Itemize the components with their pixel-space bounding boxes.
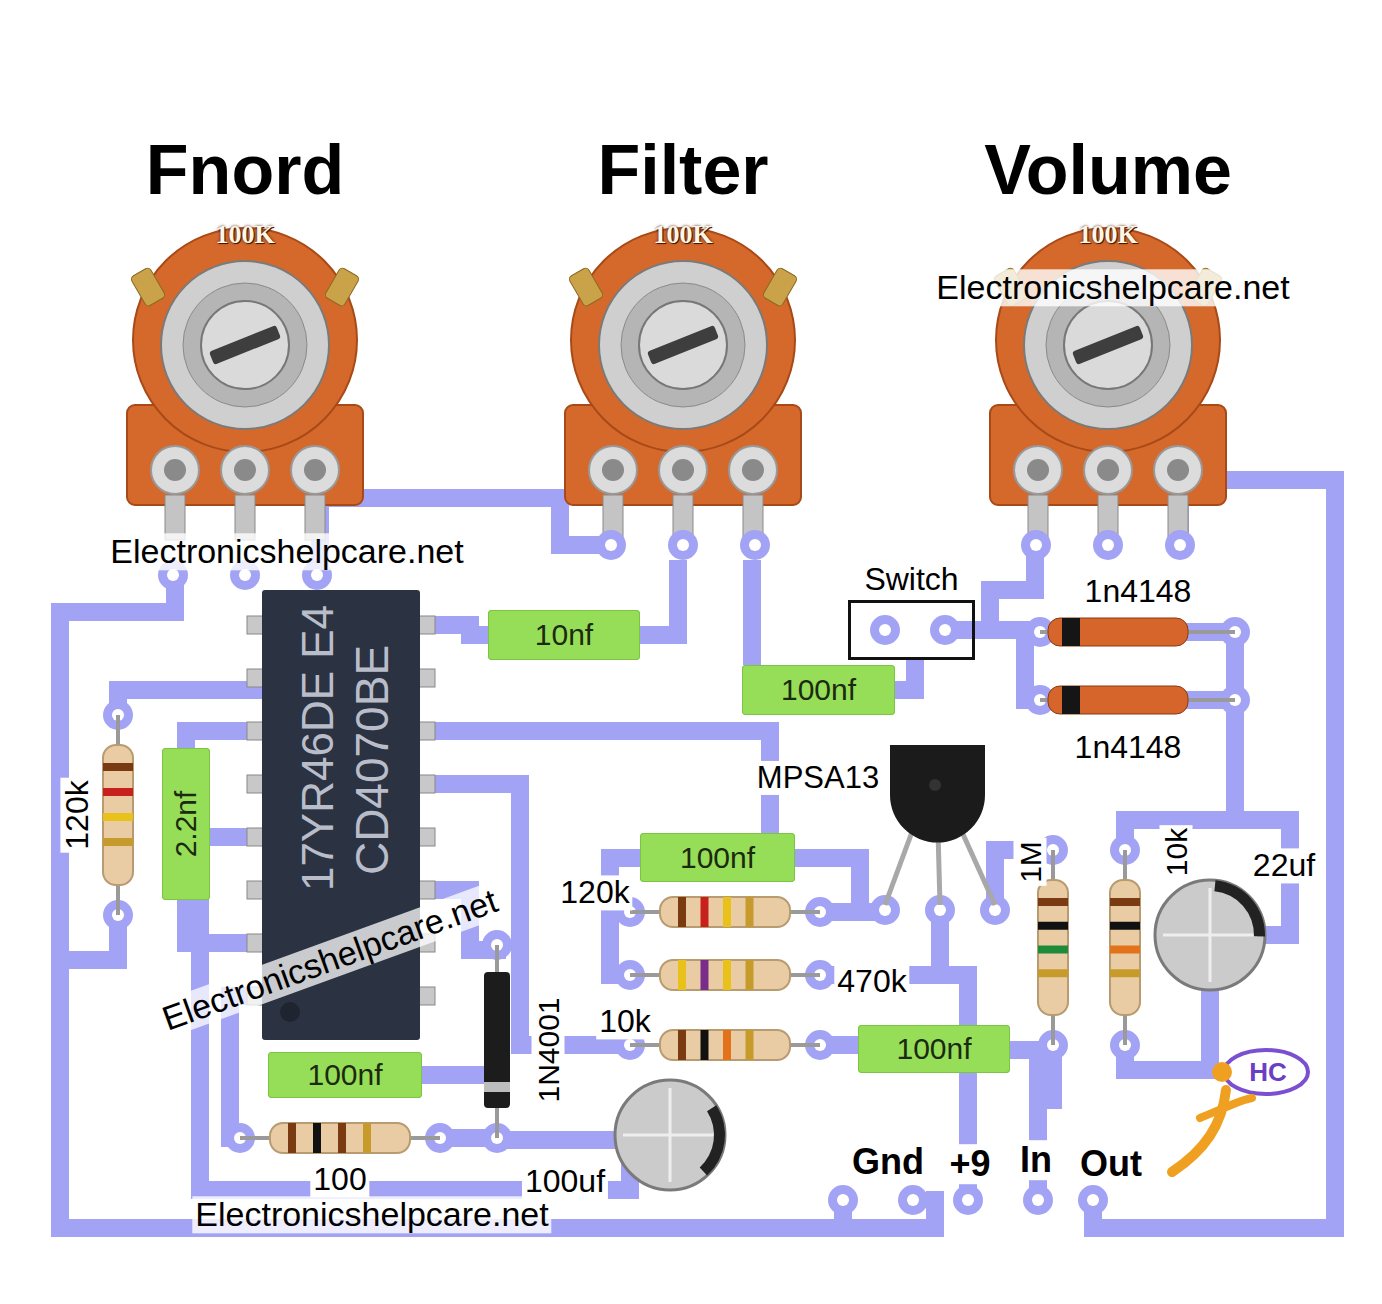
solder-pad xyxy=(828,1185,858,1215)
part-name: MPSA13 xyxy=(754,761,882,795)
capacitor-box: 100nf xyxy=(268,1052,422,1098)
control-title: Fnord xyxy=(146,130,344,210)
copper-trace xyxy=(60,575,175,960)
pot-value: 100K xyxy=(653,222,712,248)
resistor-symbol xyxy=(103,715,133,915)
diode-symbol xyxy=(1040,686,1235,714)
resistor-symbol xyxy=(630,897,820,927)
potentiometer-symbol xyxy=(127,228,363,540)
copper-trace xyxy=(432,625,490,635)
copper-trace xyxy=(118,690,255,715)
pot-value: 100K xyxy=(1078,222,1137,248)
solder-pad xyxy=(898,1185,928,1215)
resistor-symbol xyxy=(1110,850,1140,1045)
logo-text: HC xyxy=(1246,1058,1290,1087)
solder-pad xyxy=(740,530,770,560)
solder-pad xyxy=(870,615,900,645)
switch-label: Switch xyxy=(861,562,961,597)
chip-marking: 17YR46DE E4 xyxy=(294,602,342,894)
copper-trace xyxy=(895,660,915,690)
watermark: Electronicshelpcare.net xyxy=(192,1196,551,1233)
control-title: Filter xyxy=(597,130,768,210)
solder-pad xyxy=(930,615,960,645)
diode-symbol xyxy=(484,945,510,1138)
capacitor-box: 100nf xyxy=(858,1025,1010,1073)
capacitor-value: 100nf xyxy=(781,675,856,705)
solder-pad xyxy=(953,1185,983,1215)
capacitor-value: 10nf xyxy=(535,620,593,650)
solder-pad xyxy=(1078,1185,1108,1215)
part-value: 10k xyxy=(596,1004,654,1039)
part-value: 100 xyxy=(310,1162,369,1197)
capacitor-value: 100nf xyxy=(896,1034,971,1064)
capacitor-value: 100nf xyxy=(307,1060,382,1090)
switch-header: Switch xyxy=(848,600,975,660)
potentiometer: Fnord 100K xyxy=(100,130,390,580)
capacitor-value: 2.2nf xyxy=(171,791,201,858)
resistor-symbol xyxy=(630,1030,820,1060)
pin-name: In xyxy=(1017,1140,1055,1180)
part-value: 120k xyxy=(60,777,95,852)
chip-marking: CD4070BE xyxy=(347,642,398,878)
logo-mark xyxy=(1172,1050,1308,1172)
pot-value: 100K xyxy=(215,222,274,248)
transistor-symbol xyxy=(885,745,995,905)
electrolytic-capacitor xyxy=(615,1080,725,1190)
capacitor-box: 100nf xyxy=(640,833,795,882)
pin-name: +9 xyxy=(946,1144,993,1184)
part-value: 470k xyxy=(834,964,909,999)
solder-pad xyxy=(1023,1185,1053,1215)
pin-name: Gnd xyxy=(849,1142,927,1182)
capacitor-box: 2.2nf xyxy=(162,748,210,900)
resistor-symbol xyxy=(240,1123,440,1153)
watermark: Electronicshelpcare.net xyxy=(107,533,466,570)
copper-trace xyxy=(230,996,240,1138)
copper-trace xyxy=(186,731,255,748)
pin-name: Out xyxy=(1077,1144,1145,1184)
solder-pad xyxy=(596,530,626,560)
part-value: 10k xyxy=(1160,825,1193,879)
solder-pad xyxy=(668,530,698,560)
capacitor-box: 10nf xyxy=(488,610,640,660)
solder-pad xyxy=(1093,530,1123,560)
resistor-symbol xyxy=(630,960,820,990)
part-name: 1n4148 xyxy=(1082,574,1195,609)
electrolytic-capacitor xyxy=(1155,880,1265,990)
copper-trace xyxy=(497,1131,620,1149)
potentiometer-symbol xyxy=(565,228,801,540)
copper-trace xyxy=(1226,632,1244,820)
diode-symbol xyxy=(1040,618,1235,646)
solder-pad xyxy=(1165,530,1195,560)
part-value: 100uf xyxy=(522,1164,608,1199)
potentiometer: Volume 100K xyxy=(963,130,1253,560)
capacitor-box: 100nf xyxy=(742,665,895,715)
solder-pad xyxy=(1021,530,1051,560)
part-value: 22uf xyxy=(1250,848,1318,883)
control-title: Volume xyxy=(984,130,1232,210)
part-name: 1N4001 xyxy=(532,994,565,1105)
part-value: 1M xyxy=(1014,838,1047,886)
potentiometer: Filter 100K xyxy=(538,130,828,560)
watermark: Electronicshelpcare.net xyxy=(933,269,1292,306)
part-name: 1n4148 xyxy=(1072,730,1185,765)
part-value: 120k xyxy=(557,875,632,910)
capacitor-value: 100nf xyxy=(680,843,755,873)
copper-trace xyxy=(640,560,678,635)
copper-trace xyxy=(743,560,761,665)
